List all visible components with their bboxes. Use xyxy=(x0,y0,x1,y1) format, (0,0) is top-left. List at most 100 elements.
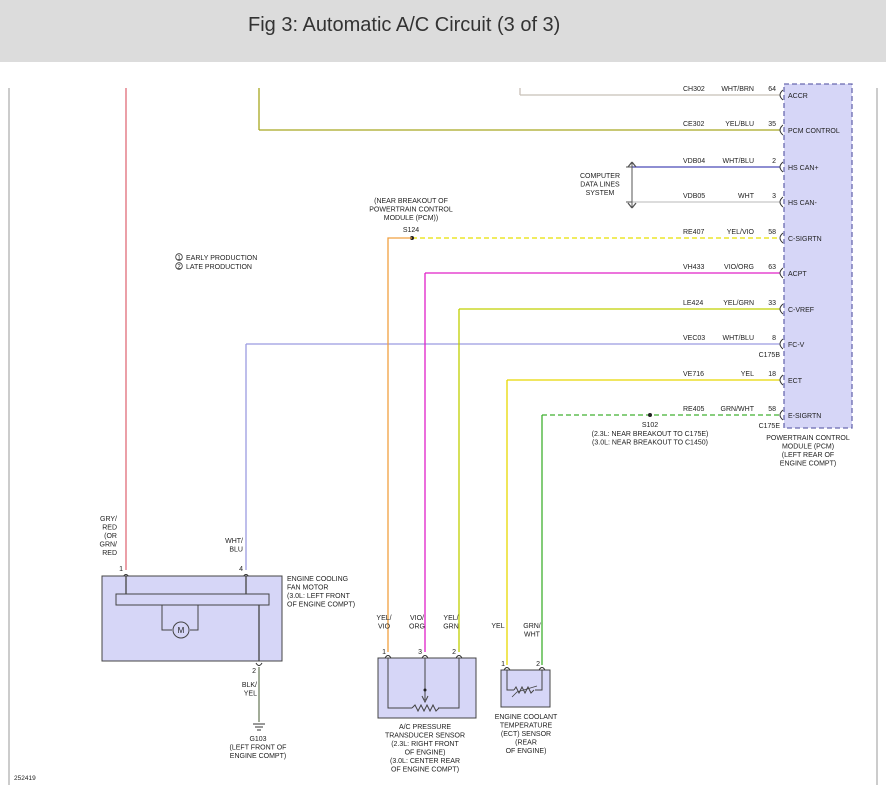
ac-pin-number: 2 xyxy=(452,649,456,656)
pcm-wire-color-label: YEL/BLU xyxy=(725,121,754,128)
pcm-pin-number: 58 xyxy=(768,406,776,413)
fan-ground-wire-label: YEL xyxy=(244,691,257,698)
pcm-circuit-label: RE405 xyxy=(683,406,705,413)
pcm-wire-color-label: YEL/VIO xyxy=(727,229,755,236)
pcm-wire-color-label: VIO/ORG xyxy=(724,264,754,271)
splice-s124-label: S124 xyxy=(403,227,419,234)
pcm-pin-number: 3 xyxy=(772,193,776,200)
ac-sensor-node xyxy=(423,688,427,692)
pcm-pin-name: C-VREF xyxy=(788,307,814,314)
fan-pin-number: 1 xyxy=(119,566,123,573)
pcm-pin-number: 2 xyxy=(772,158,776,165)
motor-icon xyxy=(172,621,190,639)
pcm-pin-number: 64 xyxy=(768,86,776,93)
ac-sensor-box xyxy=(377,657,477,719)
pcm-pin-name: ECT xyxy=(788,378,803,385)
ac-pin-number: 3 xyxy=(418,649,422,656)
thermistor-slash xyxy=(511,685,538,698)
splice-s102-label: S102 xyxy=(642,422,658,429)
ac-wire-label: VIO/ xyxy=(410,615,424,622)
ground-label: (LEFT FRONT OF xyxy=(230,745,287,752)
pcm-pin-connector xyxy=(779,409,784,421)
ect-sensor-label: TEMPERATURE xyxy=(500,723,553,730)
fan-motor-label: ENGINE COOLING xyxy=(287,576,348,583)
ac-wire-label: GRN xyxy=(443,624,459,631)
pcm-pin-connector xyxy=(779,89,784,101)
pcm-pin-connector xyxy=(779,267,784,279)
ect-pin-connector xyxy=(538,667,546,671)
ac-wire-label: VIO xyxy=(378,624,391,631)
pcm-label: MODULE (PCM) xyxy=(782,444,834,451)
fan-pin-number: 4 xyxy=(239,566,243,573)
pcm-pin-connector xyxy=(779,124,784,136)
pcm-pin-name: HS CAN- xyxy=(788,200,817,207)
pcm-pin-number: 18 xyxy=(768,371,776,378)
pcm-pin-connector xyxy=(779,374,784,386)
pcm-connector-label: C175E xyxy=(759,423,781,430)
computer-data-lines-label: COMPUTER xyxy=(580,173,620,180)
fan-motor-bar xyxy=(115,593,270,606)
pcm-pin-number: 33 xyxy=(768,300,776,307)
pcm-wire-color-label: WHT/BLU xyxy=(723,158,755,165)
data-lines-ticks xyxy=(626,166,632,203)
pcm-pin-number: 8 xyxy=(772,335,776,342)
computer-data-lines-label: DATA LINES xyxy=(580,182,620,189)
ac-pin-number: 1 xyxy=(382,649,386,656)
pcm-wire-color-label: YEL xyxy=(741,371,754,378)
pcm-label: POWERTRAIN CONTROL xyxy=(766,435,850,442)
ac-pin-connector xyxy=(421,655,429,659)
splice-s102-dot xyxy=(648,413,652,417)
fan-wire-left-label: (OR xyxy=(104,533,117,540)
pcm-pin-number: 35 xyxy=(768,121,776,128)
legend-number: 2 xyxy=(177,265,181,271)
pcm-pin-connector xyxy=(779,232,784,244)
data-lines-arrow xyxy=(627,161,637,168)
legend-text: LATE PRODUCTION xyxy=(186,264,252,271)
fan-wire-right-label: BLU xyxy=(229,547,243,554)
pcm-pin-connector xyxy=(779,196,784,208)
ect-sensor-label: (ECT) SENSOR xyxy=(501,731,551,738)
pcm-circuit-label: RE407 xyxy=(683,229,705,236)
pcm-circuit-label: LE424 xyxy=(683,300,703,307)
ac-sensor-label: (2.3L: RIGHT FRONT xyxy=(391,741,459,748)
pcm-circuit-label: CE302 xyxy=(683,121,705,128)
pcm-pin-name: C-SIGRTN xyxy=(788,236,822,243)
pcm-pin-connector xyxy=(779,161,784,173)
pcm-pin-name: PCM CONTROL xyxy=(788,128,840,135)
ground-icon xyxy=(253,723,265,731)
pcm-label: ENGINE COMPT) xyxy=(780,461,836,468)
ect-sensor-box xyxy=(500,669,551,708)
legend-text: EARLY PRODUCTION xyxy=(186,255,257,262)
motor-symbol: M xyxy=(178,626,185,635)
pcm-pin-connector xyxy=(779,338,784,350)
pcm-pin-name: ACCR xyxy=(788,93,808,100)
legend-number: 1 xyxy=(177,256,181,262)
ect-wire-label: YEL xyxy=(491,623,504,630)
splice-s102-note: (3.0L: NEAR BREAKOUT TO C1450) xyxy=(592,440,708,447)
ect-pin-connector xyxy=(503,667,511,671)
fan-wire-left-label: RED xyxy=(102,525,117,532)
computer-data-lines-label: SYSTEM xyxy=(586,190,615,197)
ac-wire-label: YEL/ xyxy=(376,615,391,622)
fan-wire-left-label: GRN/ xyxy=(100,542,118,549)
resistor-icon xyxy=(411,703,440,713)
pcm-wire-color-label: WHT/BRN xyxy=(721,86,754,93)
pcm-wire-color-label: WHT/BLU xyxy=(723,335,755,342)
ect-pin-number: 1 xyxy=(501,661,505,668)
pcm-pin-name: HS CAN+ xyxy=(788,165,819,172)
ac-wire-label: ORG xyxy=(409,624,425,631)
ac-pin-connector xyxy=(384,655,392,659)
splice-s102-note: (2.3L: NEAR BREAKOUT TO C175E) xyxy=(592,431,709,438)
pcm-wire-color-label: YEL/GRN xyxy=(723,300,754,307)
ect-sensor-label: (REAR xyxy=(515,740,537,747)
pcm-circuit-label: VE716 xyxy=(683,371,704,378)
fan-pin-connector xyxy=(255,662,263,666)
fan-pin-number: 2 xyxy=(252,668,256,675)
fan-ground-wire-label: BLK/ xyxy=(242,682,257,689)
pcm-circuit-label: VDB04 xyxy=(683,158,705,165)
pcm-label: (LEFT REAR OF xyxy=(782,452,834,459)
ac-sensor-label: A/C PRESSURE xyxy=(399,724,451,731)
pcm-wire-color-label: GRN/WHT xyxy=(721,406,755,413)
pcm-wire-color-label: WHT xyxy=(738,193,755,200)
legend-number-circle xyxy=(175,262,183,270)
